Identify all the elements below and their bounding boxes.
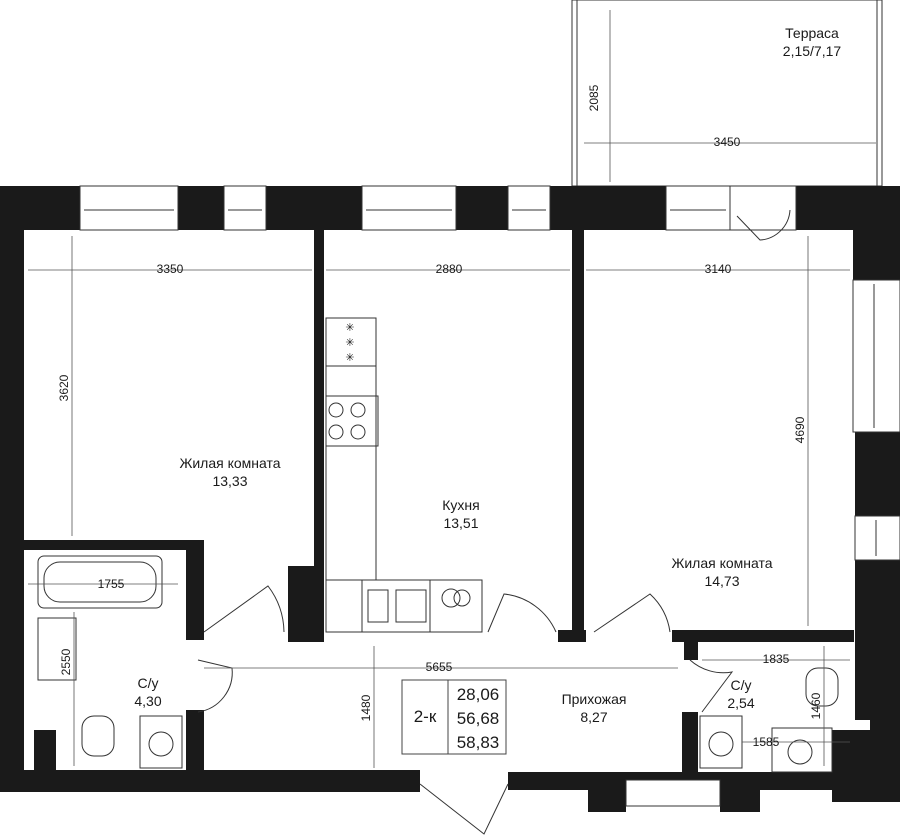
terrace-depth-label: 2085 (587, 84, 601, 111)
bath2-width-label: 1835 (763, 652, 790, 666)
room-labels: Терраса 2,15/7,17 Жилая комната 13,33 Ку… (134, 25, 841, 725)
living2-depth-label: 4690 (793, 416, 807, 443)
bath-tub-label: 1755 (98, 577, 125, 591)
kitchen-area: 13,51 (443, 515, 478, 531)
terrace-name: Терраса (785, 25, 839, 41)
walls (0, 186, 900, 812)
living1-area: 13,33 (212, 473, 247, 489)
bath1-name: С/у (138, 675, 159, 691)
dimension-labels: 2085 3450 3350 3620 2880 3140 4690 1755 … (57, 84, 823, 749)
kitchen-name: Кухня (442, 497, 479, 513)
terrace-width-label: 3450 (714, 135, 741, 149)
living1-depth-label: 3620 (57, 374, 71, 401)
bath1-depth-label: 2550 (59, 648, 73, 675)
hall-name: Прихожая (562, 691, 627, 707)
living2-area: 14,73 (704, 573, 739, 589)
area-total: 56,68 (457, 709, 500, 728)
hall-depth-label: 1480 (359, 694, 373, 721)
living2-width-label: 3140 (705, 262, 732, 276)
svg-text:✳: ✳ (345, 337, 354, 349)
bath2-area: 2,54 (727, 695, 754, 711)
bath1-area: 4,30 (134, 693, 161, 709)
kitchen-fixtures: ✳ ✳ ✳ (325, 317, 483, 633)
svg-text:✳: ✳ (345, 352, 354, 364)
living1-width-label: 3350 (157, 262, 184, 276)
living2-name: Жилая комната (671, 555, 772, 571)
hall-area: 8,27 (580, 709, 607, 725)
terrace-area: 2,15/7,17 (783, 43, 842, 59)
svg-text:✳: ✳ (345, 322, 354, 334)
bath2-inner-label: 1585 (753, 735, 780, 749)
area-living: 28,06 (457, 685, 500, 704)
apartment-type: 2-к (414, 707, 437, 726)
windows (79, 185, 900, 807)
kitchen-width-label: 2880 (436, 262, 463, 276)
bath2-depth-label: 1460 (809, 692, 823, 719)
bath-fixtures (37, 555, 839, 773)
area-with-terrace: 58,83 (457, 733, 500, 752)
living1-name: Жилая комната (179, 455, 280, 471)
dimension-lines (28, 236, 850, 768)
doors (197, 209, 791, 835)
bath2-name: С/у (731, 677, 752, 693)
summary-box: 2-к 28,06 56,68 58,83 (401, 679, 507, 755)
hall-length-label: 5655 (426, 660, 453, 674)
